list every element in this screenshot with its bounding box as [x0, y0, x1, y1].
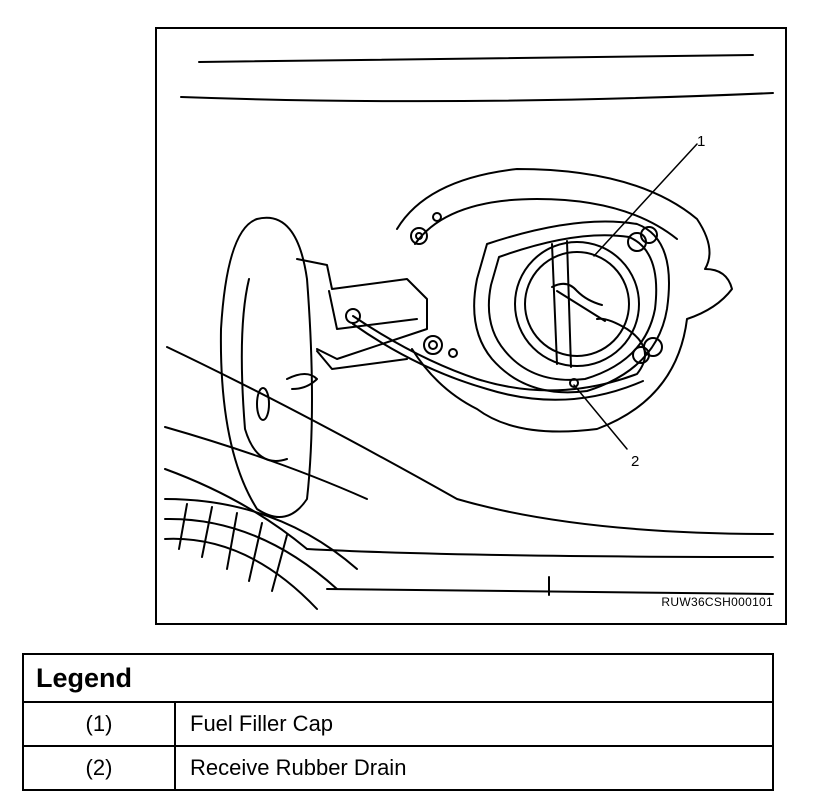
fuel-filler-illustration: 1 2 RUW36CSH000101 [155, 27, 787, 625]
callout-2: 2 [631, 453, 640, 470]
legend-description: Receive Rubber Drain [174, 745, 774, 791]
legend-description: Fuel Filler Cap [174, 701, 774, 747]
fuel-lid-line-drawing [164, 54, 774, 610]
legend-header-row: Legend [22, 653, 774, 703]
legend-title: Legend [22, 653, 774, 703]
callout-1: 1 [697, 133, 706, 150]
legend-row: (1) Fuel Filler Cap [22, 701, 774, 747]
legend-number: (2) [22, 745, 176, 791]
figure-code: RUW36CSH000101 [661, 595, 773, 609]
legend-table: Legend (1) Fuel Filler Cap (2) Receive R… [22, 653, 774, 791]
legend-row: (2) Receive Rubber Drain [22, 745, 774, 791]
legend-number: (1) [22, 701, 176, 747]
